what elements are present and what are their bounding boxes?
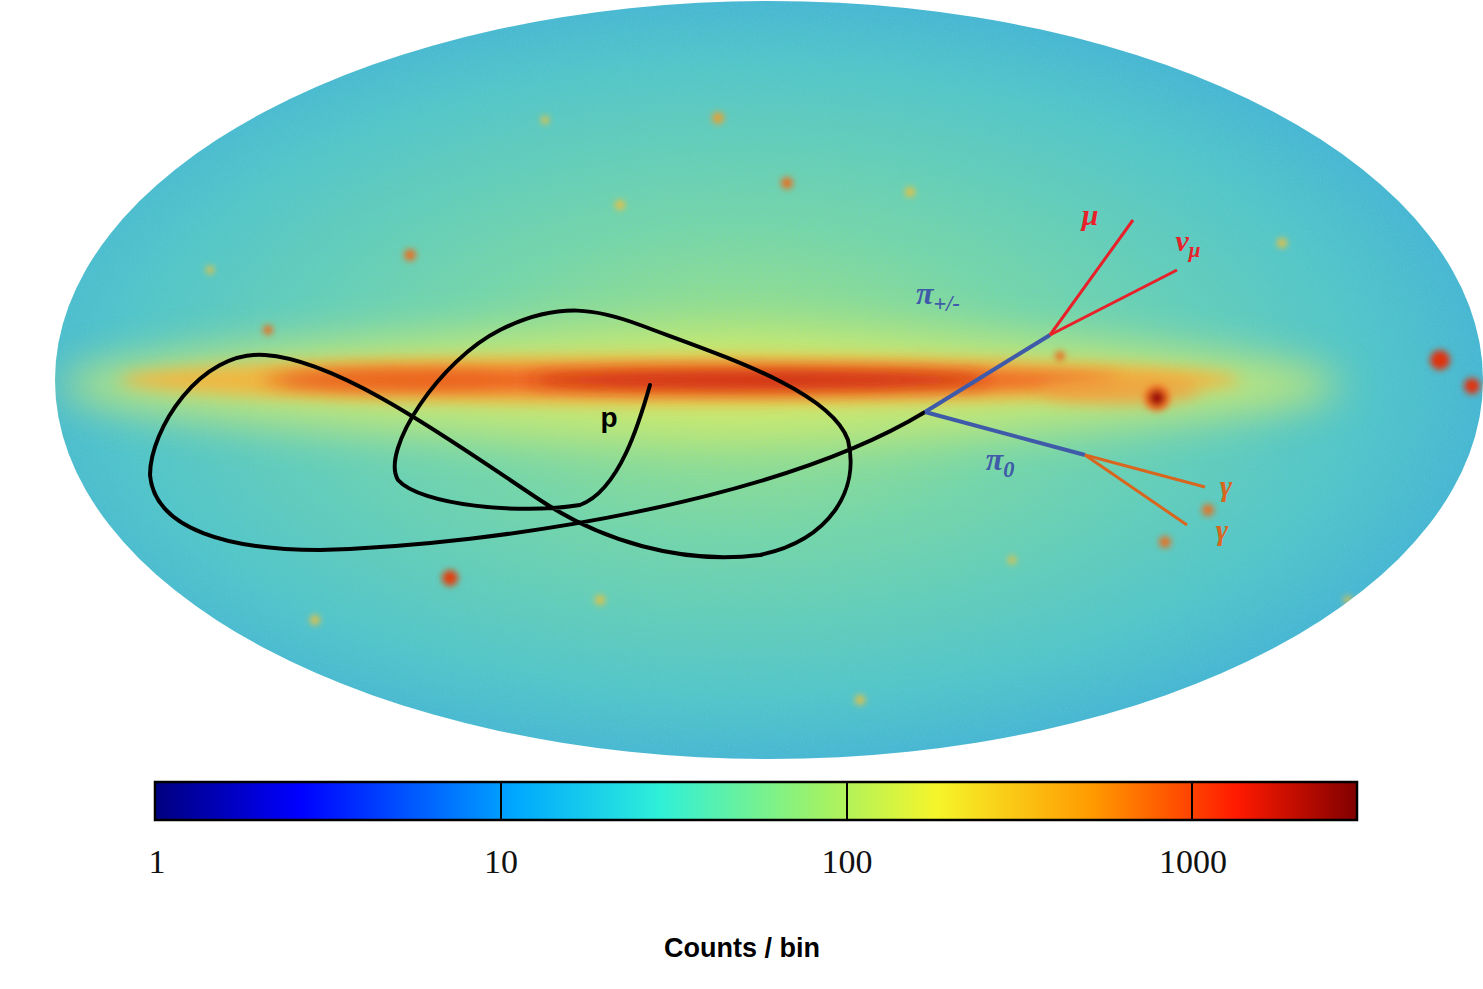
tick-label: 1 xyxy=(149,845,166,879)
neutral-pion-track xyxy=(925,412,1085,455)
tick-label: 100 xyxy=(822,845,873,879)
neutrino-track xyxy=(1050,270,1177,335)
muon-track xyxy=(1050,220,1133,335)
tick xyxy=(846,782,848,820)
particle-label: μ xyxy=(1082,200,1099,230)
photon-track xyxy=(1085,455,1205,487)
proton-trajectory xyxy=(150,311,925,558)
particle-label: γ xyxy=(1216,515,1228,545)
color-bar xyxy=(155,782,1357,820)
tick xyxy=(1191,782,1193,820)
charged-pion-track xyxy=(925,335,1050,412)
particle-label: νμ xyxy=(1175,226,1200,261)
tick-label: 1000 xyxy=(1159,845,1227,879)
tick xyxy=(500,782,502,820)
photon-track xyxy=(1085,455,1187,525)
particle-label: p xyxy=(600,404,617,432)
tick-label: 10 xyxy=(484,845,518,879)
particle-label: π0 xyxy=(986,443,1015,481)
particle-label: π+/- xyxy=(916,277,960,315)
particle-label: γ xyxy=(1220,471,1232,501)
axis-title: Counts / bin xyxy=(664,935,820,962)
